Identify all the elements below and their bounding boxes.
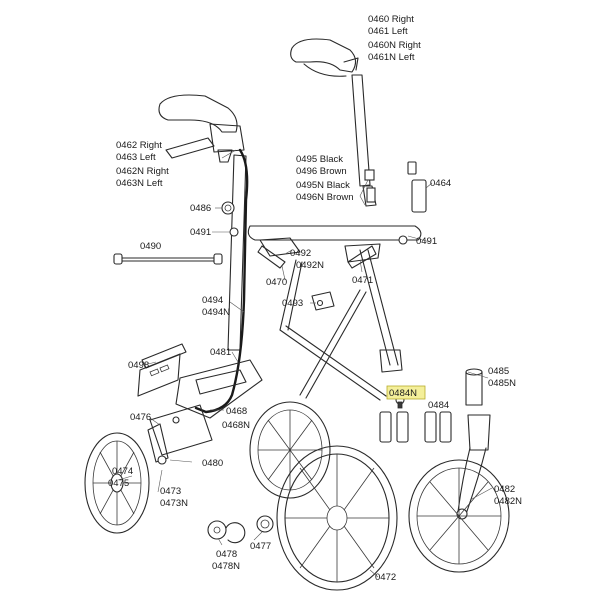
label-0463n: 0463N Left (116, 178, 163, 189)
label-0460: 0460 Right (368, 14, 414, 25)
label-0498: 0498 (128, 360, 149, 371)
label-0462: 0462 Right (116, 140, 162, 151)
highlight-box-0484n (386, 385, 426, 400)
label-0461n: 0461N Left (368, 52, 415, 63)
label-0462n: 0462N Right (116, 166, 169, 177)
label-0491-left: 0491 (190, 227, 211, 238)
label-0494: 0494 (202, 295, 223, 306)
label-0496: 0496 Brown (296, 166, 347, 177)
wheels (84, 401, 510, 591)
label-0490: 0490 (140, 241, 161, 252)
label-0491-right: 0491 (416, 236, 437, 247)
label-0485n: 0485N (488, 378, 516, 389)
label-0484: 0484 (428, 400, 449, 411)
label-0468n: 0468N (222, 420, 250, 431)
label-0474: 0474 (112, 466, 133, 477)
label-0494n: 0494N (202, 307, 230, 318)
label-0481: 0481 (210, 347, 231, 358)
label-0495: 0495 Black (296, 154, 343, 165)
front-wheel-0474 (84, 432, 150, 534)
label-0477: 0477 (250, 541, 271, 552)
part-labels: 0460 Right 0461 Left 0460N Right 0461N L… (108, 14, 522, 583)
rear-right-wheel (408, 459, 510, 573)
label-0471: 0471 (352, 275, 373, 286)
label-0468: 0468 (226, 406, 247, 417)
label-0461: 0461 Left (368, 26, 408, 37)
label-0493: 0493 (282, 298, 303, 309)
label-0473: 0473 (160, 486, 181, 497)
label-0463: 0463 Left (116, 152, 156, 163)
label-0472: 0472 (375, 572, 396, 583)
label-0485: 0485 (488, 366, 509, 377)
label-0482n: 0482N (494, 496, 522, 507)
label-0476: 0476 (130, 412, 151, 423)
label-0478n: 0478N (212, 561, 240, 572)
label-0480: 0480 (202, 458, 223, 469)
walker-frame (113, 38, 491, 544)
label-0495n: 0495N Black (296, 180, 350, 191)
leader-lines (117, 149, 493, 578)
main-wheel-0472 (276, 445, 398, 591)
label-0478: 0478 (216, 549, 237, 560)
label-0492: 0492 (290, 248, 311, 259)
label-0464: 0464 (430, 178, 451, 189)
label-0496n: 0496N Brown (296, 192, 354, 203)
label-0492n: 0492N (296, 260, 324, 271)
label-0484n: 0484N (389, 388, 417, 399)
label-0482: 0482 (494, 484, 515, 495)
label-0473n: 0473N (160, 498, 188, 509)
label-0475: 0475 (108, 478, 129, 489)
label-0460n: 0460N Right (368, 40, 421, 51)
label-0486: 0486 (190, 203, 211, 214)
label-0470: 0470 (266, 277, 287, 288)
